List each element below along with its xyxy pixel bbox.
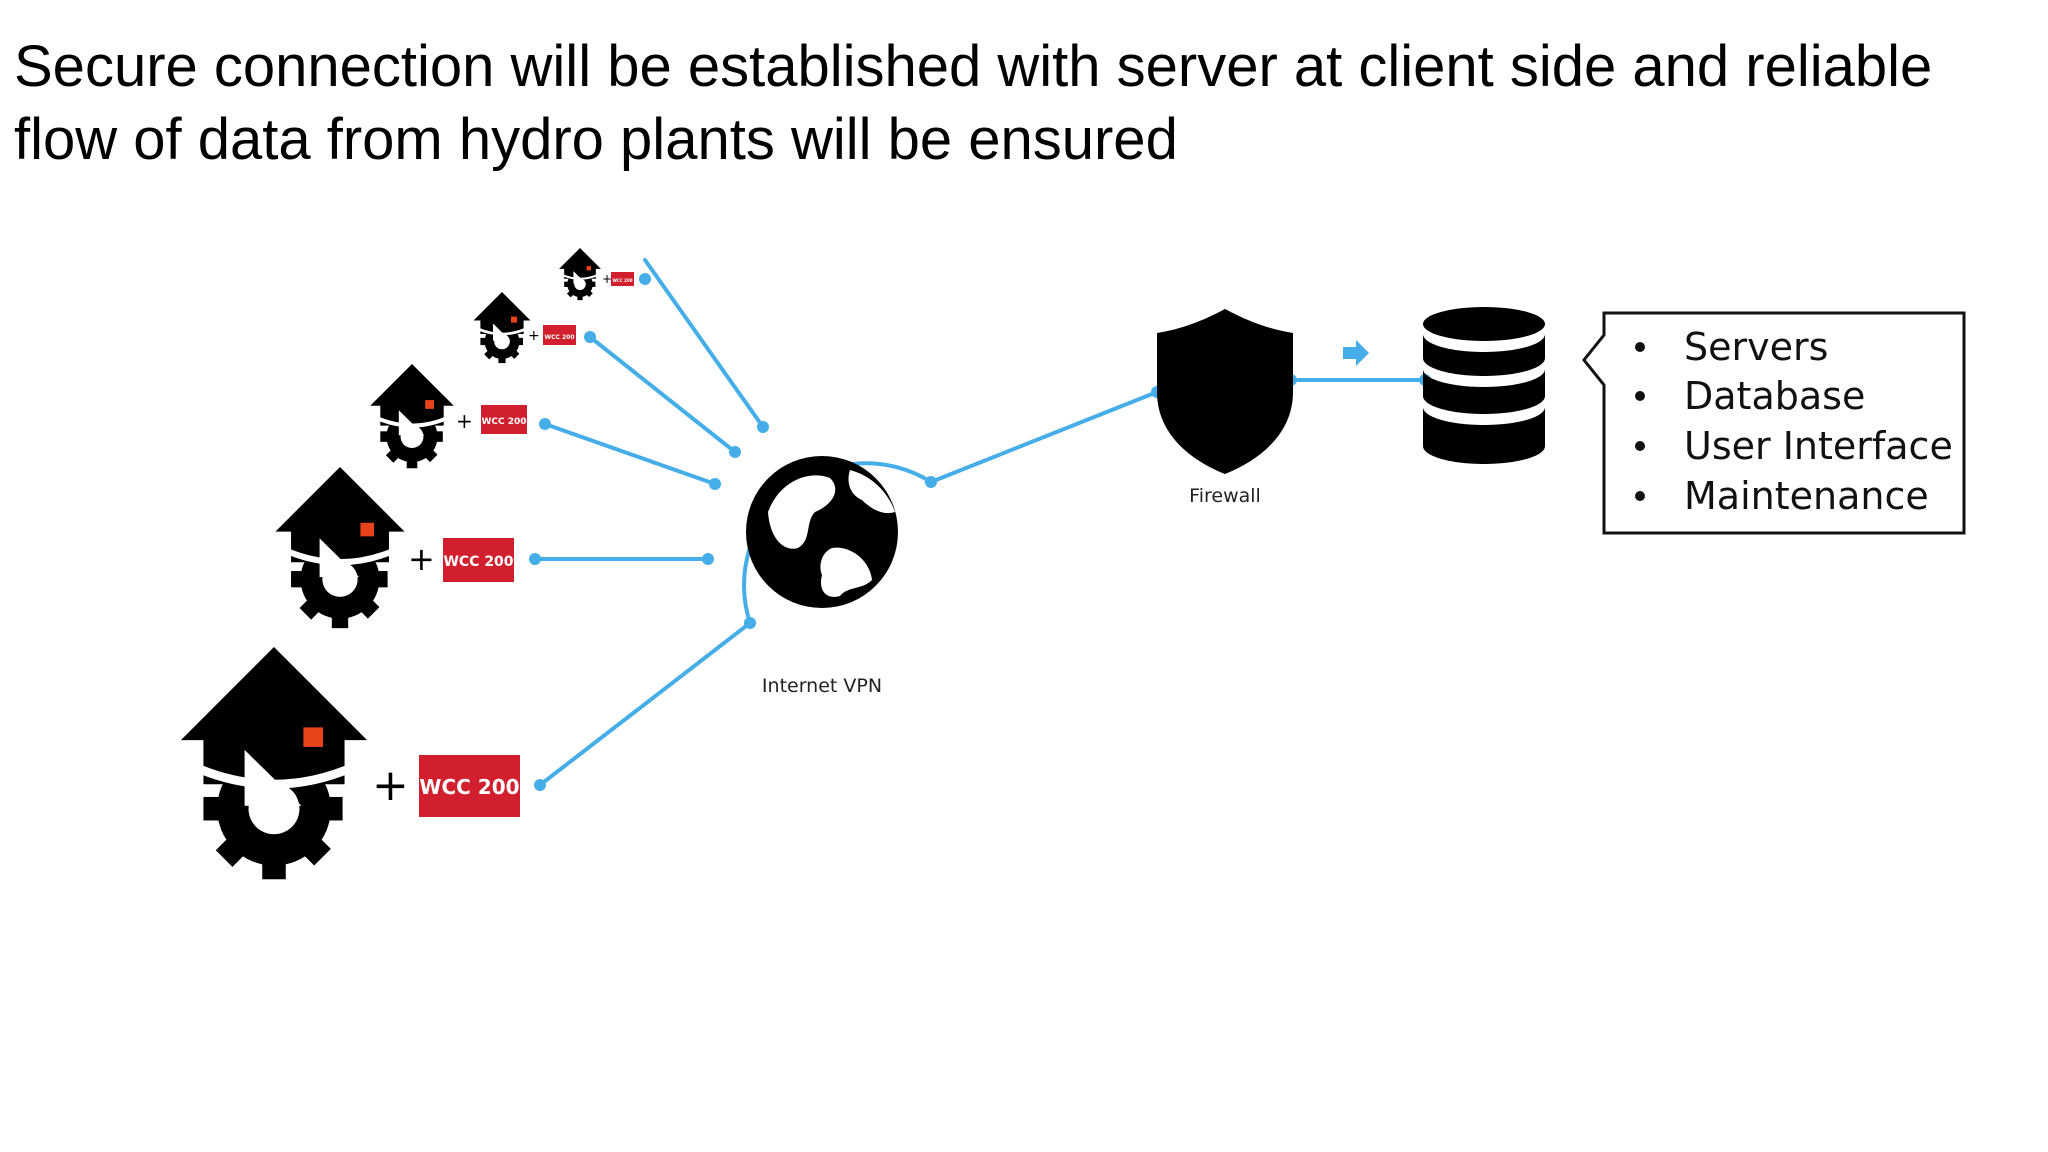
database-node — [1423, 307, 1545, 464]
title-line-1: Secure connection will be established wi… — [14, 34, 1933, 99]
server-item-1: Database — [1684, 374, 1865, 418]
plant-3: + WCC 200 — [368, 362, 527, 471]
server-list: Servers Database User Interface Maintena… — [1635, 325, 1953, 518]
plant-2: + WCC 200 — [472, 290, 576, 365]
wcc-box-2 — [543, 325, 576, 345]
wcc-box-1 — [611, 272, 634, 286]
plant-1-plus: + — [602, 272, 612, 286]
wcc-label-5: WCC 200 — [419, 775, 519, 799]
wcc-label-2: WCC 200 — [544, 334, 574, 341]
house-gear-icon — [558, 247, 602, 302]
wcc-label-1: WCC 200 — [612, 278, 632, 283]
plant-5: + WCC 200 — [181, 647, 520, 879]
house-gear-icon — [472, 290, 532, 365]
globe-icon — [746, 456, 898, 608]
title-line-2: flow of data from hydro plants will be e… — [14, 107, 1178, 172]
wcc-label-3: WCC 200 — [481, 417, 526, 427]
wcc-label-4: WCC 200 — [443, 554, 513, 570]
database-icon — [1423, 307, 1545, 464]
shield-icon — [1157, 309, 1293, 474]
connector-dots — [529, 273, 1431, 791]
wcc-box-5 — [419, 755, 520, 817]
plant-4: + WCC 200 — [275, 467, 514, 628]
connector-lines — [533, 258, 1427, 787]
arrow-right-icon — [1343, 340, 1369, 366]
firewall-node: Firewall — [1157, 309, 1293, 507]
server-item-2: User Interface — [1684, 424, 1953, 468]
page-title: Secure connection will be established wi… — [14, 30, 2024, 176]
wcc-box-3 — [481, 405, 527, 434]
server-item-0: Servers — [1684, 325, 1828, 369]
firewall-label: Firewall — [1189, 485, 1261, 507]
vpn-node: Internet VPN — [746, 456, 898, 697]
house-gear-icon — [368, 362, 456, 471]
wcc-box-4 — [443, 538, 514, 582]
house-gear-icon — [275, 467, 404, 628]
plant-2-plus: + — [528, 328, 540, 344]
server-callout: Servers Database User Interface Maintena… — [1582, 311, 1966, 535]
plant-1: + WCC 200 — [558, 247, 634, 302]
plant-3-plus: + — [456, 409, 473, 433]
plant-4-plus: + — [408, 540, 435, 578]
plant-5-plus: + — [372, 760, 409, 811]
server-item-3: Maintenance — [1684, 474, 1929, 518]
house-gear-icon — [181, 647, 367, 879]
vpn-label: Internet VPN — [762, 675, 882, 697]
